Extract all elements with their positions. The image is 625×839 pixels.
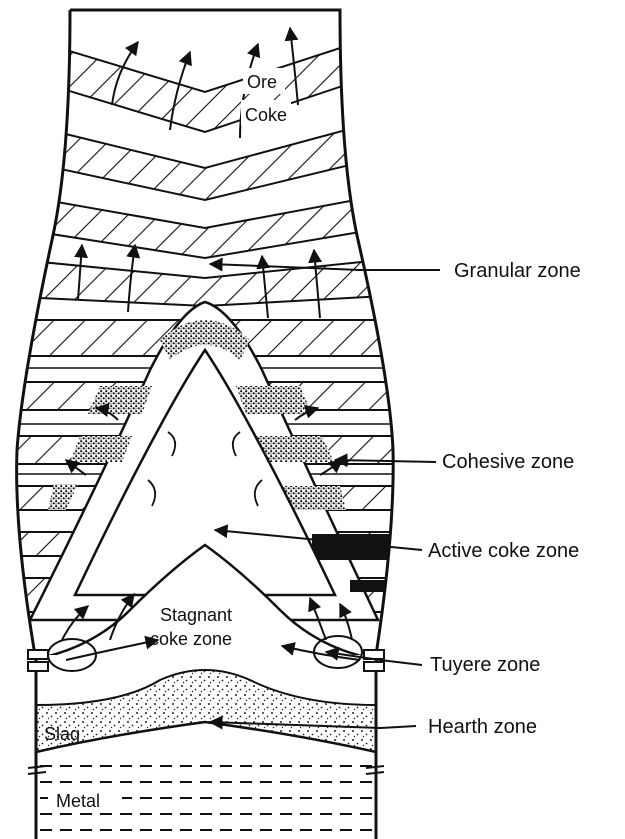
hearth-zone-label: Hearth zone [428,716,537,738]
hearth-coke-mound [36,670,376,752]
wall-break-marks [28,766,384,774]
active-coke-zone-label: Active coke zone [428,540,579,562]
cohesive-softening-band [236,386,312,414]
tuyere-zone-label: Tuyere zone [430,654,540,676]
ore-label: Ore [247,72,277,92]
slag-label: Slag [44,724,80,744]
stagnant-label-line1: Stagnant [160,605,232,625]
furnace-shaft [0,22,420,660]
cohesive-softening-band [312,534,392,560]
tuyere-left [28,650,48,671]
cohesive-softening-band [70,436,132,462]
metal-label: Metal [56,791,100,811]
coke-label: Coke [245,105,287,125]
ore-layer [0,22,420,132]
ore-layer [0,256,420,306]
granular-zone-label: Granular zone [454,260,581,282]
stagnant-label-line2: coke zone [150,629,232,649]
cohesive-zone-label: Cohesive zone [442,451,574,473]
